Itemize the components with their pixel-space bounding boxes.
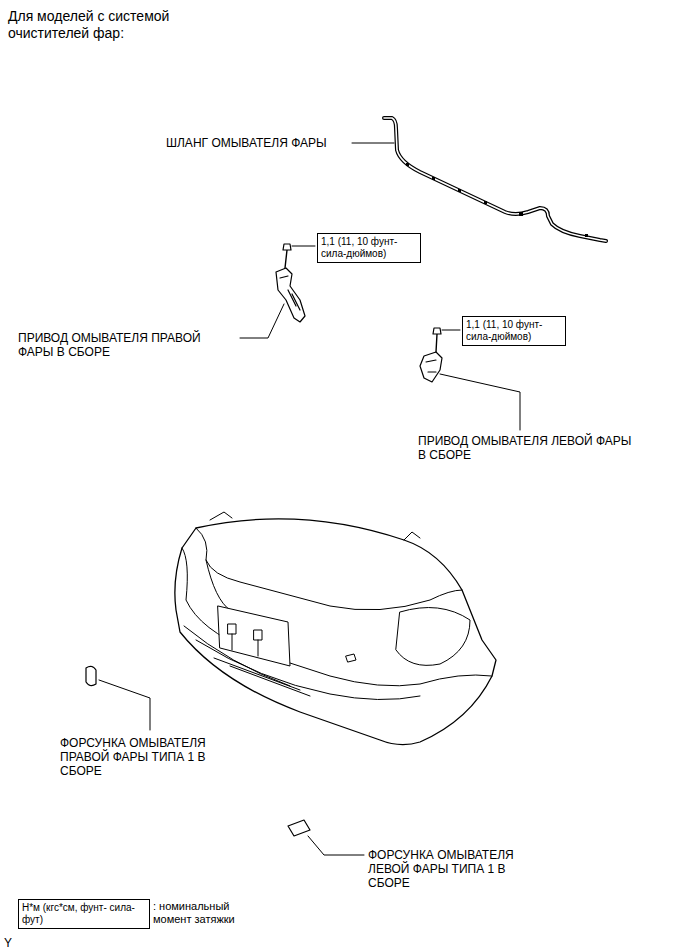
right-nozzle bbox=[86, 666, 96, 685]
right-actuator bbox=[276, 244, 305, 322]
part-name: ПРИВОД ОМЫВАТЕЛЯ ЛЕВОЙ ФАРЫ В СБОРЕ bbox=[418, 434, 633, 462]
left-actuator bbox=[420, 328, 442, 382]
legend-text: : номинальный момент затяжки bbox=[153, 900, 263, 926]
heading: Для моделей с системой очистителей фар: bbox=[8, 8, 208, 42]
front-bumper bbox=[175, 512, 496, 745]
part-name: ШЛАНГ ОМЫВАТЕЛЯ ФАРЫ bbox=[166, 136, 356, 150]
part-name: ФОРСУНКА ОМЫВАТЕЛЯ ПРАВОЙ ФАРЫ ТИПА 1 В … bbox=[60, 736, 238, 778]
torque-box: 1,1 (11, 10 фунт- сила-дюймов) bbox=[462, 316, 566, 346]
part-name: ФОРСУНКА ОМЫВАТЕЛЯ ЛЕВОЙ ФАРЫ ТИПА 1 В С… bbox=[368, 848, 546, 890]
left-nozzle bbox=[288, 820, 310, 836]
torque-box: 1,1 (11, 10 фунт- сила-дюймов) bbox=[317, 233, 421, 263]
figure-code: Y bbox=[4, 936, 24, 950]
legend-box: Н*м (кгс*см, фунт- сила-фут): номинальны… bbox=[18, 899, 150, 929]
leader-line bbox=[308, 836, 364, 855]
leader-line bbox=[352, 143, 394, 144]
leader-line bbox=[442, 330, 460, 331]
leader-line bbox=[440, 374, 520, 430]
part-name: ПРИВОД ОМЫВАТЕЛЯ ПРАВОЙ ФАРЫ В СБОРЕ bbox=[18, 331, 233, 359]
washer-hose bbox=[384, 118, 606, 241]
leader-line bbox=[240, 304, 284, 338]
leader-line bbox=[99, 680, 150, 730]
leader-line bbox=[292, 246, 315, 247]
torque-value: 1,1 (11, 10 фунт- сила-дюймов) bbox=[466, 319, 562, 343]
torque-value: 1,1 (11, 10 фунт- сила-дюймов) bbox=[321, 236, 417, 260]
torque-value: Н*м (кгс*см, фунт- сила-фут) bbox=[22, 902, 146, 926]
